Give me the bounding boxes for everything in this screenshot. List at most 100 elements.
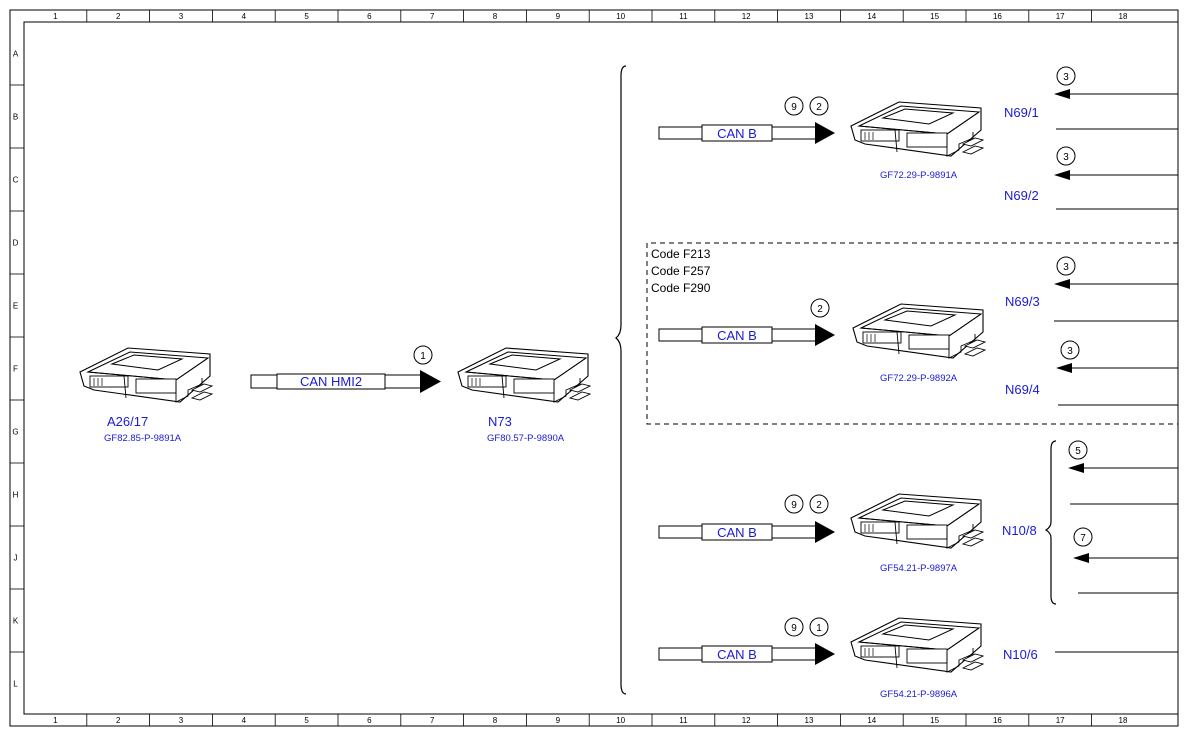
module-n69-4-name: N69/4 bbox=[1005, 382, 1040, 397]
ecu-icon bbox=[850, 617, 985, 673]
grid-column-label: 7 bbox=[430, 716, 435, 725]
ecu-icon bbox=[852, 303, 987, 359]
grid-row-label: E bbox=[13, 302, 18, 311]
marker-circle bbox=[809, 617, 829, 637]
bus-can-b-2-label: CAN B bbox=[717, 328, 757, 343]
marker-circle bbox=[1068, 440, 1088, 460]
module-n73: N73 GF80.57-P-9890A bbox=[457, 347, 592, 444]
grid-column-label: 1 bbox=[53, 12, 58, 21]
bus-can-b-1-label: CAN B bbox=[717, 126, 757, 141]
grid-row-label: F bbox=[13, 365, 18, 374]
marker-number: 9 bbox=[791, 102, 797, 113]
grid-column-label: 15 bbox=[930, 12, 939, 21]
output-n10-8-b: 7 bbox=[1073, 527, 1178, 594]
marker-number: 5 bbox=[1075, 446, 1081, 457]
grid-column-label: 9 bbox=[556, 716, 561, 725]
grid-column-label: 9 bbox=[556, 12, 561, 21]
arrow-head bbox=[420, 370, 441, 393]
grid-column-label: 18 bbox=[1119, 716, 1128, 725]
arrow-head bbox=[1054, 279, 1070, 289]
output-n69-1: 3 bbox=[1054, 66, 1178, 130]
bus-hmi2-label: CAN HMI2 bbox=[300, 374, 362, 389]
grid-column-label: 12 bbox=[742, 12, 751, 21]
grid-row-label: A bbox=[13, 50, 19, 59]
marker-circle bbox=[1056, 146, 1076, 166]
module-a26-17: A26/17 GF82.85-P-9891A bbox=[79, 347, 214, 444]
ecu-icon bbox=[850, 493, 985, 549]
bus-tail bbox=[771, 525, 819, 539]
arrow-head bbox=[1054, 170, 1070, 180]
grid-row-label: J bbox=[14, 554, 18, 563]
grid-column-label: 13 bbox=[805, 12, 814, 21]
grid-column-label: 18 bbox=[1119, 12, 1128, 21]
module-n69-3-4: GF72.29-P-9892A N69/3 N69/4 bbox=[852, 294, 1040, 397]
grid-column-label: 1 bbox=[53, 716, 58, 725]
arrow-head bbox=[1056, 363, 1072, 373]
arrow-head bbox=[815, 643, 835, 665]
arrow-head bbox=[1054, 89, 1070, 99]
grid-column-label: 17 bbox=[1056, 716, 1065, 725]
group-brace bbox=[615, 65, 627, 695]
marker-circle bbox=[809, 494, 829, 514]
output-n69-3: 3 bbox=[1054, 256, 1178, 322]
grid-column-label: 4 bbox=[242, 12, 247, 21]
bus-tail bbox=[384, 374, 424, 389]
arrow-head bbox=[815, 521, 835, 543]
marker-circle bbox=[1056, 66, 1076, 86]
marker-number: 9 bbox=[791, 500, 797, 511]
ecu-icon bbox=[850, 101, 985, 157]
marker-number: 3 bbox=[1063, 262, 1069, 273]
module-n69-1-name: N69/1 bbox=[1004, 105, 1039, 120]
grid-column-label: 2 bbox=[116, 716, 121, 725]
code-group-border bbox=[646, 242, 1178, 425]
ecu-icon bbox=[457, 347, 592, 403]
grid-row-label: B bbox=[13, 113, 18, 122]
bus-tail bbox=[771, 647, 819, 661]
module-n69-3-name: N69/3 bbox=[1005, 294, 1040, 309]
grid-row-label: G bbox=[12, 428, 18, 437]
grid-column-label: 14 bbox=[867, 716, 876, 725]
bus-stub bbox=[658, 126, 703, 140]
marker-circle bbox=[784, 494, 804, 514]
grid-column-label: 17 bbox=[1056, 12, 1065, 21]
grid-column-label: 11 bbox=[679, 716, 688, 725]
module-n69-3-4-code: GF72.29-P-9892A bbox=[880, 373, 958, 384]
marker-number: 2 bbox=[817, 304, 823, 315]
grid-column-label: 3 bbox=[179, 12, 184, 21]
module-n69-2-name: N69/2 bbox=[1004, 188, 1039, 203]
module-n73-name: N73 bbox=[488, 414, 512, 429]
n10-8-brace bbox=[1044, 440, 1057, 605]
grid-column-label: 5 bbox=[304, 12, 309, 21]
marker-number: 7 bbox=[1080, 533, 1086, 544]
grid-column-label: 6 bbox=[367, 716, 372, 725]
bus-can-b-3-label: CAN B bbox=[717, 525, 757, 540]
grid-column-label: 8 bbox=[493, 716, 498, 725]
grid-column-label: 12 bbox=[742, 716, 751, 725]
marker-circle bbox=[1056, 256, 1076, 276]
grid-row-label: L bbox=[13, 680, 18, 689]
output-n10-8-a: 5 bbox=[1068, 440, 1178, 505]
grid-column-label: 8 bbox=[493, 12, 498, 21]
grid-column-label: 16 bbox=[993, 716, 1002, 725]
code-f257: Code F257 bbox=[651, 264, 711, 278]
module-n73-code: GF80.57-P-9890A bbox=[487, 433, 565, 444]
bus-can-b-4-label: CAN B bbox=[717, 647, 757, 662]
grid-column-label: 15 bbox=[930, 716, 939, 725]
grid-reference-marks: 1122334455667788991010111112121313141415… bbox=[10, 10, 1128, 726]
marker-circle bbox=[413, 345, 433, 365]
marker-number: 3 bbox=[1063, 72, 1069, 83]
arrow-head bbox=[1068, 463, 1084, 473]
bus-can-b-3: CAN B 9 2 bbox=[658, 494, 835, 543]
bus-can-b-2: CAN B 2 bbox=[658, 298, 835, 346]
grid-column-label: 2 bbox=[116, 12, 121, 21]
marker-number: 1 bbox=[816, 623, 822, 634]
bus-stub bbox=[250, 374, 278, 389]
grid-column-label: 4 bbox=[242, 716, 247, 725]
marker-circle bbox=[809, 96, 829, 116]
grid-column-label: 14 bbox=[867, 12, 876, 21]
grid-column-label: 11 bbox=[679, 12, 688, 21]
grid-column-label: 10 bbox=[616, 716, 625, 725]
grid-column-label: 16 bbox=[993, 12, 1002, 21]
module-n10-8: GF54.21-P-9897A N10/8 bbox=[850, 493, 1037, 574]
